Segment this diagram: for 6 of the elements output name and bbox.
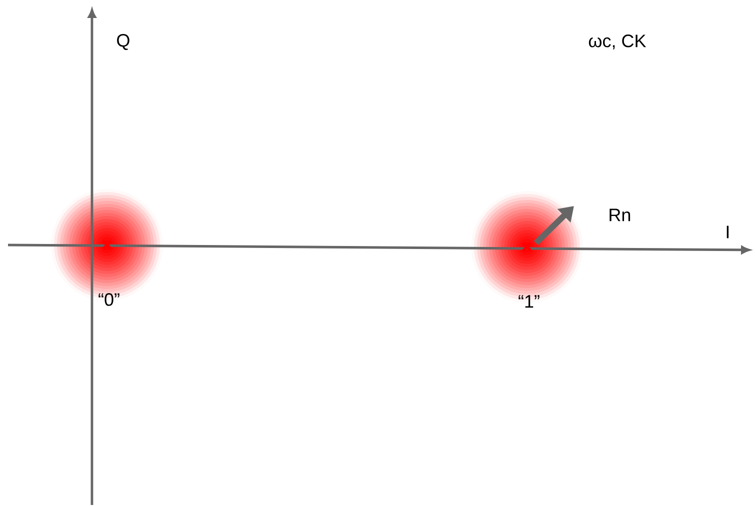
axis-label: I bbox=[726, 226, 729, 238]
vector-label: Rn bbox=[610, 208, 630, 222]
point-label: “1” bbox=[518, 295, 540, 308]
point-label: “0” bbox=[98, 293, 120, 306]
carrier-label: ωc, CK bbox=[588, 34, 646, 50]
axis-label: Q bbox=[117, 34, 130, 50]
